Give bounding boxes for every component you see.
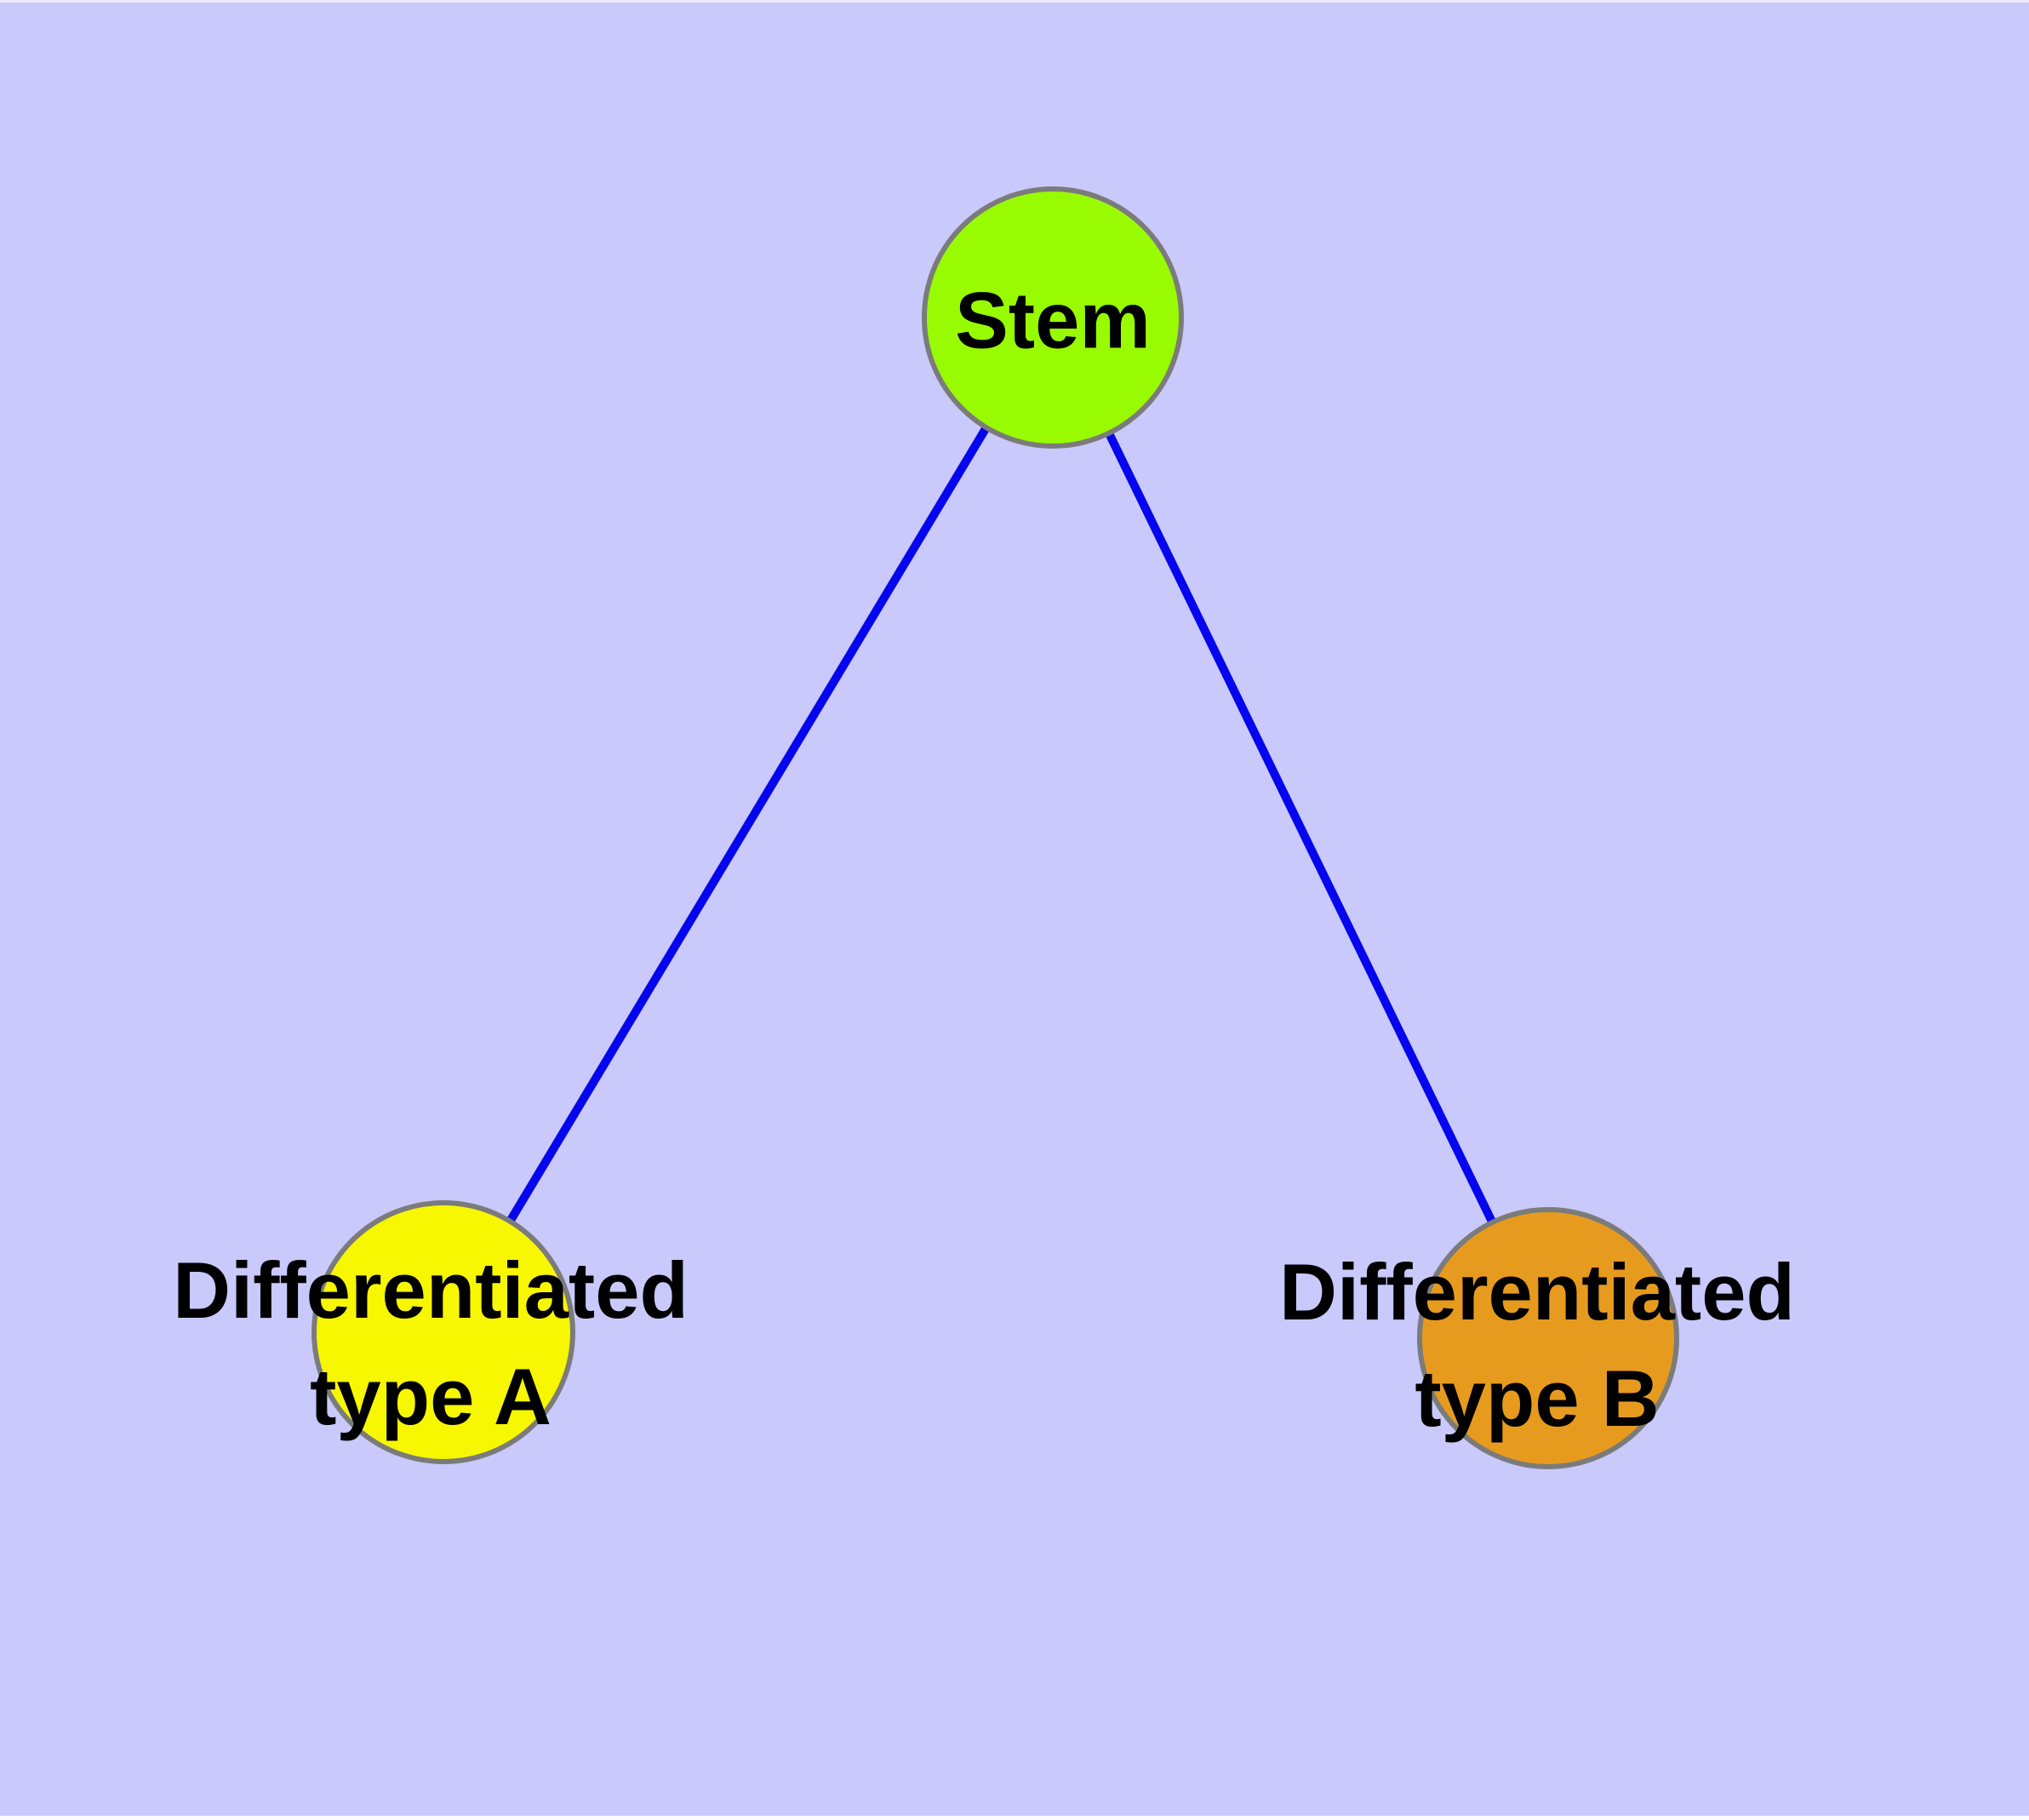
window-edge-bottom <box>0 1816 2029 1820</box>
node-type-a-circle <box>311 1200 575 1464</box>
edge-stem-to-type-b <box>1105 431 1496 1224</box>
window-edge-top <box>0 0 2029 3</box>
edge-stem-to-type-a <box>506 425 991 1224</box>
node-stem-circle <box>922 186 1184 449</box>
node-type-b-circle <box>1417 1207 1679 1469</box>
